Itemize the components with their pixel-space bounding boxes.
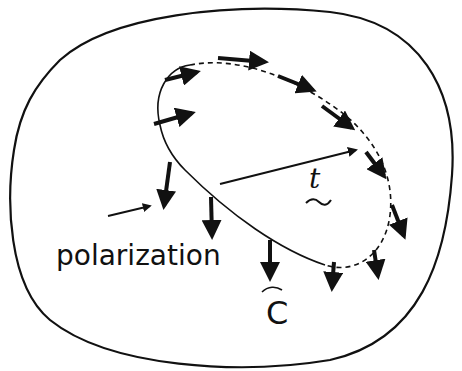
c-hook [262, 287, 282, 292]
region-outline [10, 9, 452, 367]
tangent-vector [220, 150, 356, 184]
vector-label: t [309, 164, 320, 195]
curve-label: C [266, 296, 288, 331]
vector-tilde [306, 199, 331, 205]
curve-c-dashed [190, 63, 391, 268]
polarization-label: polarization [56, 241, 221, 272]
leader-arrow [108, 206, 150, 216]
